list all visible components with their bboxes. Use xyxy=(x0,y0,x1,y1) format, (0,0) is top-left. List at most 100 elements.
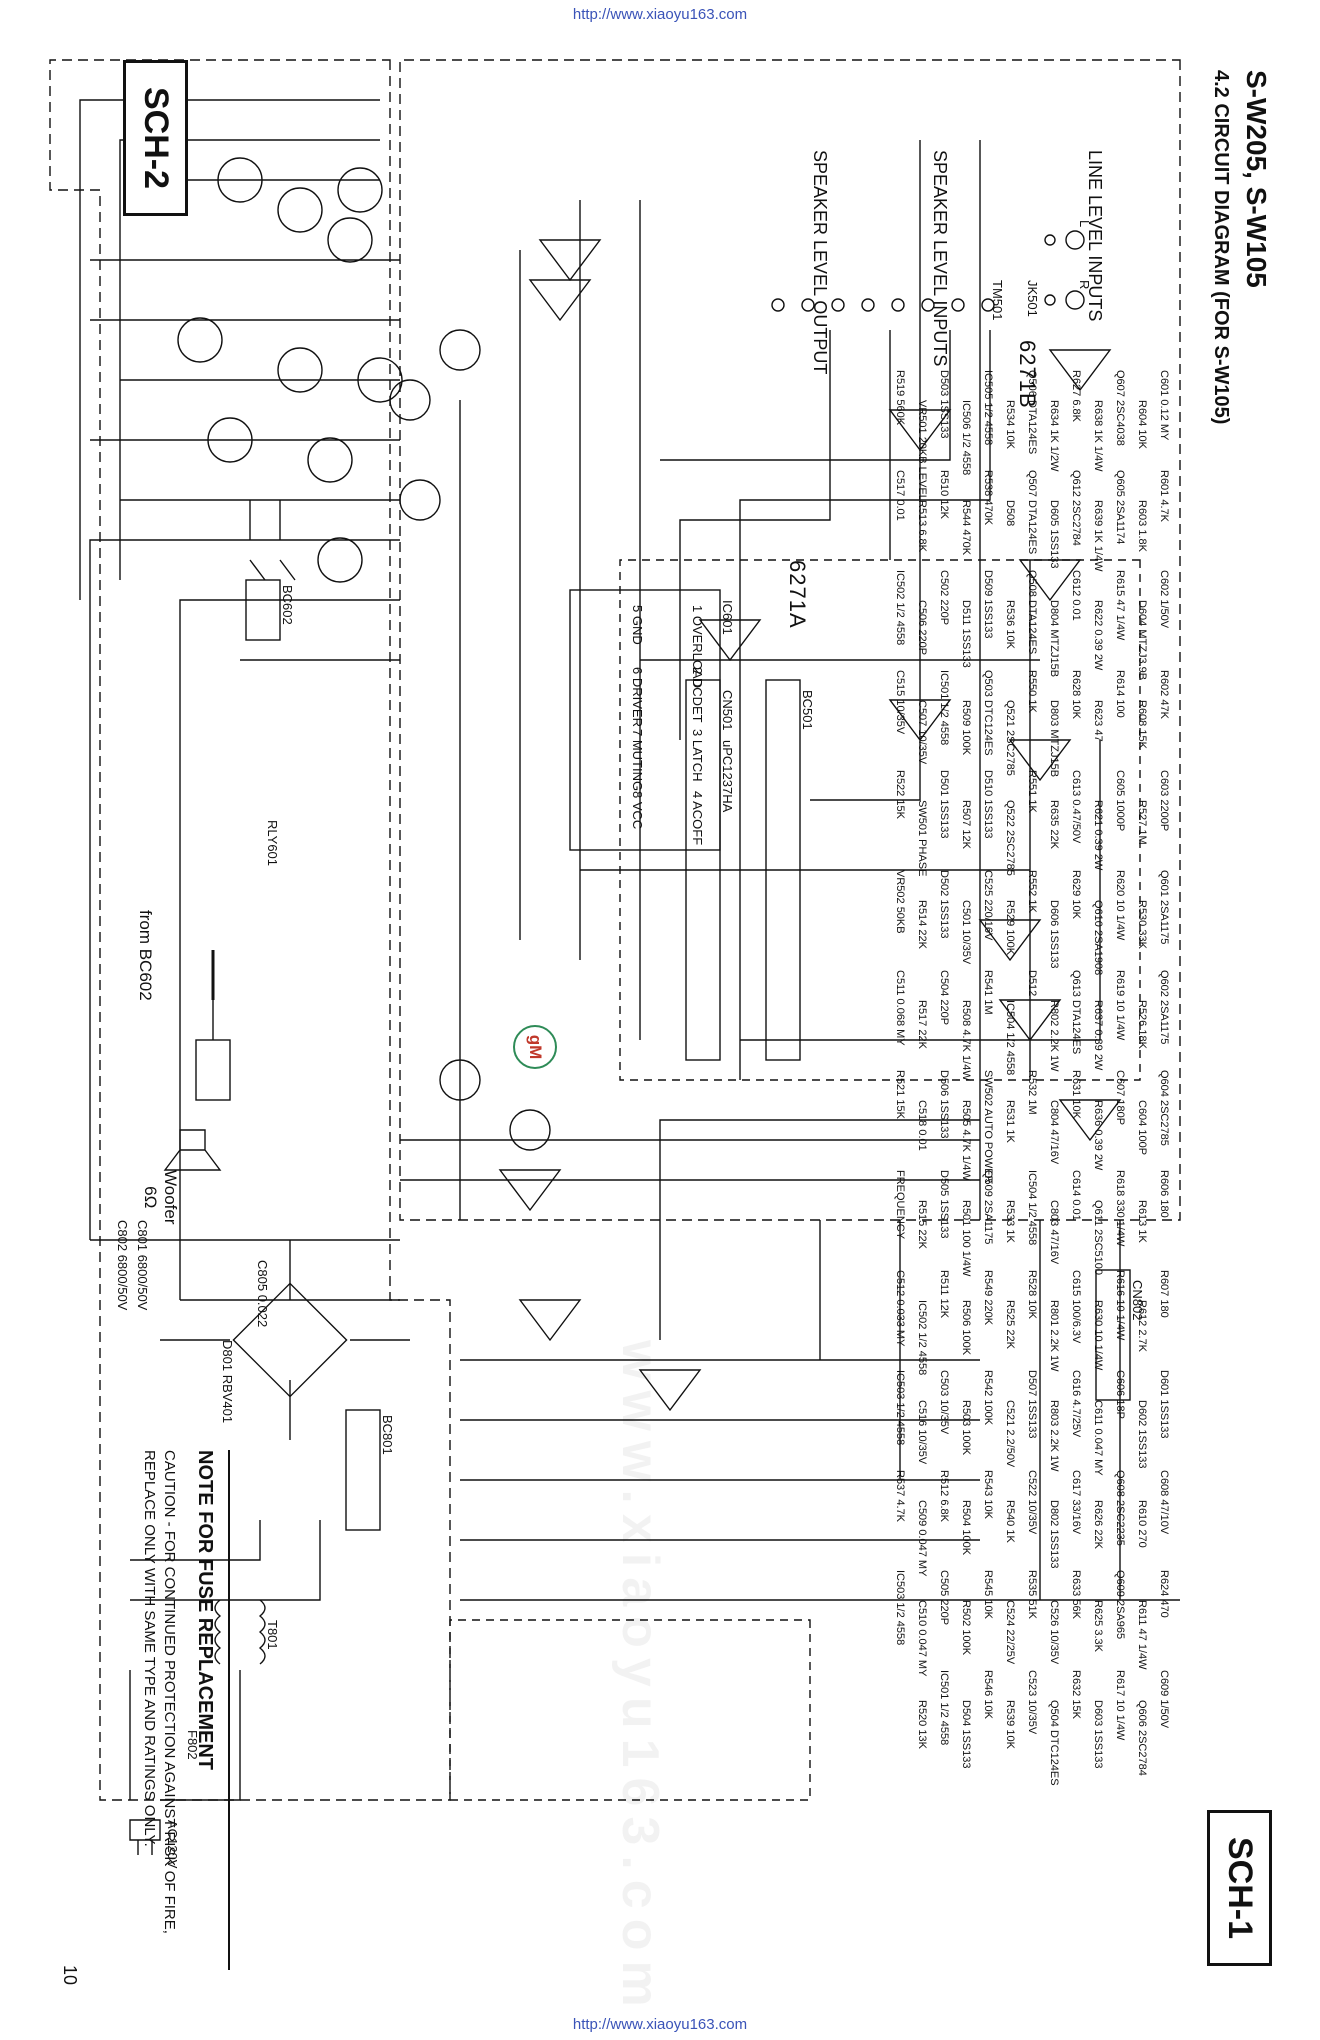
model-title: S-W205, S-W105 xyxy=(1241,70,1272,288)
component-label: R635 22K xyxy=(1048,800,1060,849)
component-label: C505 220P xyxy=(938,1570,950,1626)
component-label: R520 13K xyxy=(916,1700,928,1749)
component-label: Q509 2SA1175 xyxy=(982,1170,994,1245)
component-label: R503 100K xyxy=(960,1400,972,1456)
component-label: C604 100P xyxy=(1136,1100,1148,1156)
component-label: R615 47 1/4W xyxy=(1114,570,1126,641)
power-board-outline xyxy=(449,1619,811,1801)
component-label: R521 15K xyxy=(894,1070,906,1119)
bc602-block xyxy=(245,579,281,641)
component-label: C517 0.01 xyxy=(894,470,906,521)
component-label: D510 1SS133 xyxy=(982,770,994,839)
component-label: C521 2.2/50V xyxy=(1004,1400,1016,1468)
component-label: R629 10K xyxy=(1070,870,1082,919)
schematic-wiring xyxy=(49,59,1181,1855)
ic601-pin: 4 ACOFF xyxy=(690,791,705,846)
component-label: R513 6.8K xyxy=(916,500,928,552)
component-label: Q607 2SC4038 xyxy=(1114,370,1126,446)
component-label: R607 180 xyxy=(1158,1270,1170,1318)
component-label: C515 10/35V xyxy=(894,670,906,735)
component-label: R545 10K xyxy=(982,1570,994,1619)
component-label: R601 4.7K xyxy=(1158,470,1170,522)
bc801-block xyxy=(345,1409,381,1531)
component-label: D507 1SS133 xyxy=(1026,1370,1038,1439)
component-label: C511 0.068 MY xyxy=(894,970,906,1046)
cn802-block xyxy=(1095,1269,1131,1401)
component-label: Q611 2SC5100 xyxy=(1092,1200,1104,1276)
gm-mark: gM xyxy=(513,1025,557,1069)
sch1-board-outline xyxy=(399,59,1181,1221)
bc602-label: BC602 xyxy=(280,585,295,625)
component-label: R508 4.7K 1/4W xyxy=(960,1000,972,1081)
component-label: C507 10/35V xyxy=(916,700,928,765)
input-r-label: R xyxy=(1077,280,1092,290)
component-label: C512 0.033 MY xyxy=(894,1270,906,1347)
component-label: R531 1K xyxy=(1004,1100,1016,1143)
component-label: C522 10/35V xyxy=(1026,1470,1038,1535)
component-label: C526 10/35V xyxy=(1048,1600,1060,1665)
component-label: R604 10K xyxy=(1136,400,1148,449)
component-label: R504 100K xyxy=(960,1500,972,1556)
component-label: R546 10K xyxy=(982,1670,994,1719)
component-label: D605 1SS133 xyxy=(1048,500,1060,569)
component-label: R528 10K xyxy=(1026,1270,1038,1319)
component-label: IC501 1/2 4558 xyxy=(938,670,950,746)
ic601-pin: 7 MUTING xyxy=(630,729,645,792)
component-label: R633 56K xyxy=(1070,1570,1082,1619)
c801-label: C801 6800/50V xyxy=(135,1220,150,1311)
woofer-symbol xyxy=(163,1129,222,1171)
component-label: Q602 2SA1175 xyxy=(1158,970,1170,1045)
component-label: C804 47/16V xyxy=(1048,1100,1060,1165)
component-label: R802 2.2K 1W xyxy=(1048,1000,1060,1072)
component-label: C601 0.12 MY xyxy=(1158,370,1170,441)
component-label: C525 220/16V xyxy=(982,870,994,941)
component-label: R507 12K xyxy=(960,800,972,849)
component-label: D604 MTZJ3.9B xyxy=(1136,600,1148,681)
component-label: R611 47 1/4W xyxy=(1136,1600,1148,1670)
component-label: D511 1SS133 xyxy=(960,600,972,668)
bc501-block xyxy=(765,679,801,1061)
ic601-pin: 8 VCC xyxy=(630,791,645,830)
component-label: IC504 1/2 4558 xyxy=(1004,1000,1016,1076)
component-label: R525 22K xyxy=(1004,1300,1016,1349)
bridge-rectifier xyxy=(232,1282,348,1398)
c805-label: C805 0.022 xyxy=(255,1260,270,1328)
component-label: C612 0.01 xyxy=(1070,570,1082,621)
component-label: C523 10/35V xyxy=(1026,1670,1038,1735)
component-label: R639 1K 1/4W xyxy=(1092,500,1104,572)
component-label: C502 220P xyxy=(938,570,950,626)
component-label: Q503 DTC124ES xyxy=(982,670,994,756)
component-label: R549 220K xyxy=(982,1270,994,1326)
component-label: C506 220P xyxy=(916,600,928,656)
component-label: Q605 2SA1174 xyxy=(1114,470,1126,545)
component-label: R527 1M xyxy=(1136,800,1148,845)
component-label: R517 22K xyxy=(916,1000,928,1049)
component-label: R543 10K xyxy=(982,1470,994,1519)
component-label: R626 22K xyxy=(1092,1500,1104,1549)
ic601-block xyxy=(569,589,721,851)
ic601-name: IC601 xyxy=(720,600,735,635)
transistor-symbols xyxy=(177,157,551,1151)
component-label: Q504 DTC124ES xyxy=(1048,1700,1060,1786)
component-label: Q612 2SC2784 xyxy=(1070,470,1082,546)
ac-plug xyxy=(129,1819,161,1855)
component-label: R612 2.7K xyxy=(1136,1300,1148,1352)
component-label: IC503 1/2 4558 xyxy=(894,1570,906,1646)
component-label: C518 0.01 xyxy=(916,1100,928,1151)
component-label: C510 0.047 MY xyxy=(916,1600,928,1677)
component-label: D602 1SS133 xyxy=(1136,1400,1148,1469)
line-level-inputs-label: LINE LEVEL INPUTS xyxy=(1085,150,1105,322)
component-label: C509 0.047 MY xyxy=(916,1500,928,1577)
ic601-pin: 5 GND xyxy=(630,605,645,645)
component-label: R529 100K xyxy=(1004,900,1016,956)
component-label: D606 1SS133 xyxy=(1048,900,1060,969)
schematic-sheet: S-W205, S-W105 4.2 CIRCUIT DIAGRAM (FOR … xyxy=(40,40,1280,2017)
component-label: R501 100 1/4W xyxy=(960,1200,972,1277)
jack-label: JK501 xyxy=(1025,280,1040,317)
component-label: R614 100 xyxy=(1114,670,1126,718)
c802-label: C802 6800/50V xyxy=(115,1220,130,1311)
component-label: C501 10/35V xyxy=(960,900,972,965)
component-label: C606 18P xyxy=(1114,1370,1126,1419)
component-label: R618 330 1/4W xyxy=(1114,1170,1126,1247)
component-label: R616 10 1/4W xyxy=(1114,1270,1126,1341)
